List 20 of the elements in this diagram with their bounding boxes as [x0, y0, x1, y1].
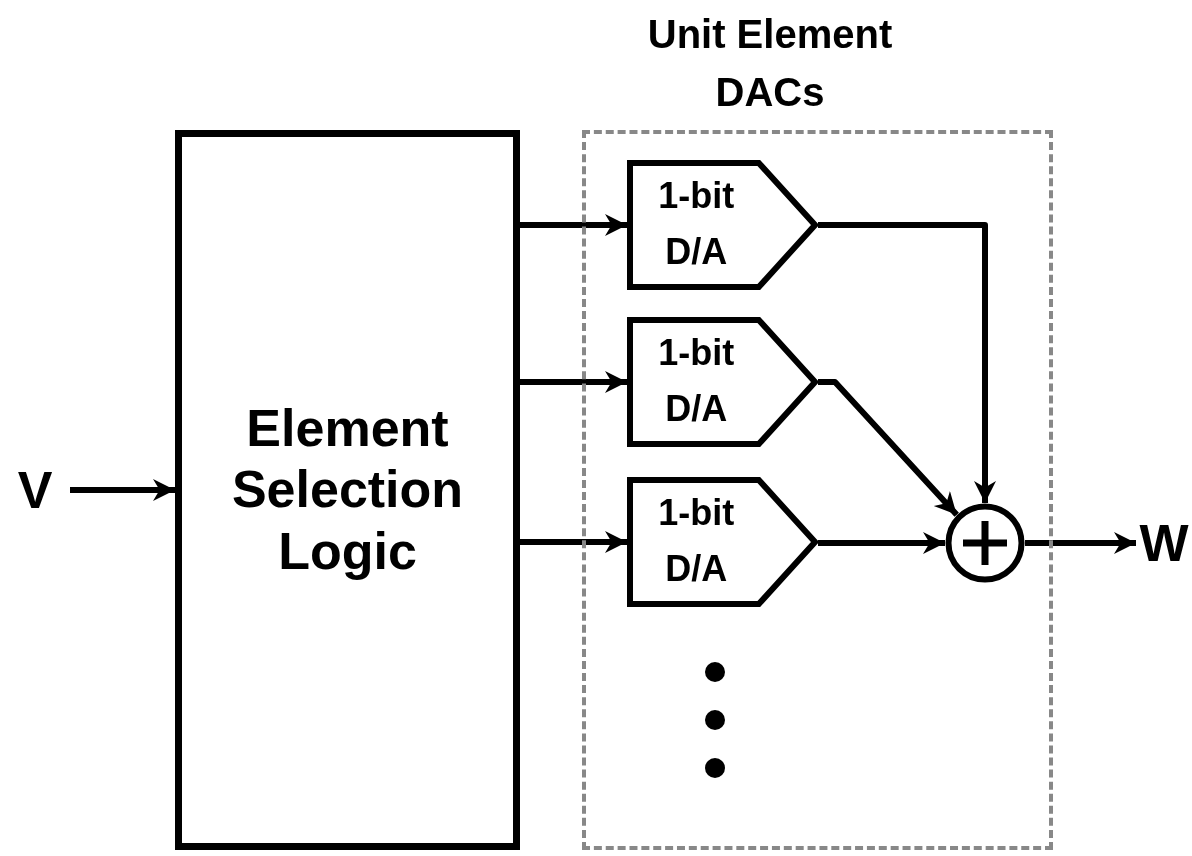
dac-block: [627, 317, 818, 447]
dac-block: [627, 477, 818, 607]
block-label: Element Selection Logic: [230, 397, 465, 582]
signal-label: V: [0, 455, 70, 525]
dac-label: 1-bit D/A: [657, 174, 736, 274]
arrow: [1025, 532, 1136, 554]
group-heading: Unit Element DACs: [646, 11, 894, 116]
arrow: [818, 532, 945, 554]
arrow: [70, 479, 175, 501]
signal-label: W: [1136, 508, 1192, 578]
dac-label: 1-bit D/A: [657, 331, 736, 431]
logic-block: [175, 130, 520, 850]
dac-block: [627, 160, 818, 290]
arrow: [520, 214, 627, 236]
arrow: [520, 371, 627, 393]
arrow: [818, 222, 996, 503]
dac-label: 1-bit D/A: [657, 491, 736, 591]
arrow: [520, 531, 627, 553]
summing-junction: [945, 503, 1025, 583]
arrow: [818, 379, 959, 517]
